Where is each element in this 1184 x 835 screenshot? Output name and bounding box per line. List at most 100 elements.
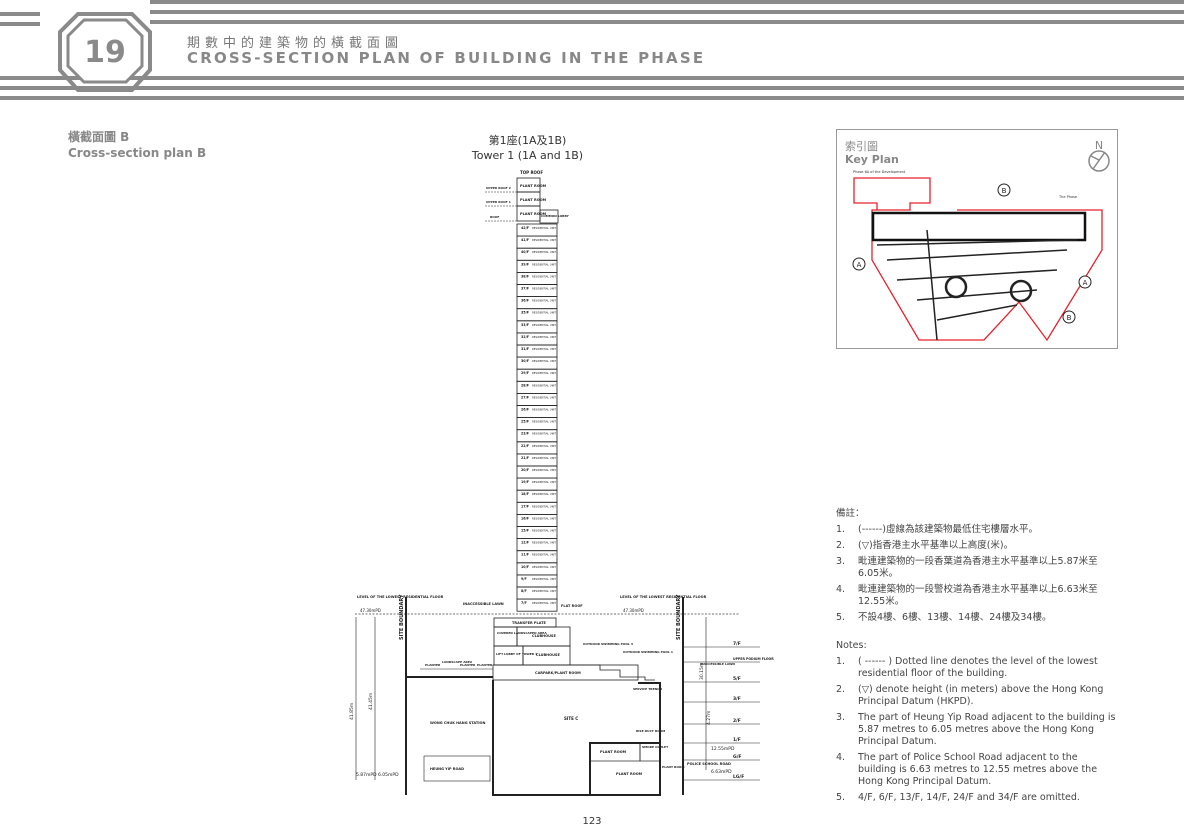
floor-label: 23/F	[521, 432, 529, 436]
note-text: 不設4樓、6樓、13樓、14樓、24樓及34樓。	[858, 612, 1052, 623]
floor-label: 28/F	[521, 383, 529, 387]
notes-en-heading: Notes:	[836, 640, 867, 651]
floor-label: 16/F	[521, 516, 529, 520]
note-number: 1.	[836, 656, 846, 667]
roof-label: ROOF	[490, 215, 499, 219]
note-item: 1.(------)虛線為該建築物最低住宅樓層水平。	[836, 524, 1116, 536]
floor-label: 18/F	[521, 492, 529, 496]
note-number: 3.	[836, 712, 846, 723]
level-label: LG/F	[733, 774, 744, 780]
note-item: 5. 4/F, 6/F, 13/F, 14/F, 24/F and 34/F ar…	[836, 792, 1116, 804]
note-text: 毗連建築物的一段香葉道為香港主水平基準以上5.87米至6.05米。	[858, 556, 1098, 579]
level-police-school-2: 6.63mPD	[711, 769, 732, 775]
section-marker-b: B	[1067, 314, 1072, 322]
residential-unit-label: RESIDENTIAL UNIT	[532, 529, 556, 533]
floor-label: 29/F	[521, 371, 529, 375]
site-boundary-label: SITE BOUNDARY	[676, 594, 682, 640]
residential-unit-label: RESIDENTIAL UNIT	[532, 601, 556, 605]
plant-room-lower-label: PLANT ROOM	[662, 765, 684, 769]
dim-left-2: 41.45m	[368, 693, 374, 710]
level-label: 2/F	[733, 718, 741, 724]
key-plan-map: N Phase 6A of the Development The Phase …	[852, 139, 1110, 342]
clubhouse-label: CLUBHOUSE	[532, 634, 556, 638]
rise-duct-label: RISE DUCT ROOM	[636, 729, 665, 733]
floor-label: 8/F	[521, 589, 527, 593]
note-item: 1.( ------ ) Dotted line denotes the lev…	[836, 656, 1116, 680]
note-number: 5.	[836, 612, 846, 623]
section-marker-a: A	[1083, 279, 1088, 287]
section-title-zh: 橫截面圖 B	[68, 130, 130, 144]
upper-roof-2-label: UPPER ROOF 2	[486, 186, 511, 190]
residential-unit-label: RESIDENTIAL UNIT	[532, 516, 556, 520]
floor-label: 40/F	[521, 250, 529, 254]
residential-unit-label: RESIDENTIAL UNIT	[532, 480, 556, 484]
floor-label: 27/F	[521, 395, 529, 399]
upper-roof-1-label: UPPER ROOF 1	[486, 200, 511, 204]
common-lobby-label: COMMON LOBBY	[541, 214, 570, 218]
residential-unit-label: RESIDENTIAL UNIT	[532, 371, 556, 375]
lift-lobby-label: LIFT LOBBY OF TOWER 1	[496, 652, 537, 656]
level-label: 5/F	[733, 676, 741, 682]
residential-unit-label: RESIDENTIAL UNIT	[532, 492, 556, 496]
page-number: 123	[582, 816, 602, 827]
floor-label: 10/F	[521, 565, 529, 569]
residential-unit-label: RESIDENTIAL UNIT	[532, 408, 556, 412]
residential-unit-label: RESIDENTIAL UNIT	[532, 287, 556, 291]
section-marker-b: B	[1002, 187, 1007, 195]
inaccessible-lawn-label: INACCESSIBLE LAWN	[463, 602, 504, 606]
transfer-plate-label: TRANSFER PLATE	[512, 621, 547, 625]
station-label: WONG CHUK HANG STATION	[430, 721, 486, 725]
residential-unit-label: RESIDENTIAL UNIT	[532, 589, 556, 593]
plant-room-label: PLANT ROOM	[520, 184, 547, 188]
flat-roof-label: FLAT ROOF	[561, 604, 583, 608]
residential-unit-label: RESIDENTIAL UNIT	[532, 468, 556, 472]
floor-label: 26/F	[521, 408, 529, 412]
carpark-label: CARPARK/PLANT ROOM	[535, 671, 581, 675]
plant-room-lower-label: PLANT ROOM	[600, 750, 627, 754]
residential-unit-label: RESIDENTIAL UNIT	[532, 359, 556, 363]
phase-6a-label: Phase 6A of the Development	[853, 170, 906, 174]
note-number: 4.	[836, 752, 846, 763]
floor-label: 17/F	[521, 504, 529, 508]
note-text: 毗連建築物的一段警校道為香港主水平基準以上6.63米至12.55米。	[858, 584, 1098, 607]
planter-label: PLANTER	[477, 663, 493, 667]
residential-unit-label: RESIDENTIAL UNIT	[532, 274, 556, 278]
north-label: N	[1095, 139, 1103, 152]
note-text: (▽) denote height (in meters) above the …	[858, 684, 1104, 707]
note-text: 4/F, 6/F, 13/F, 14/F, 24/F and 34/F are …	[858, 792, 1080, 803]
the-phase-label: The Phase	[1058, 195, 1077, 199]
floor-label: 30/F	[521, 359, 529, 363]
residential-unit-label: RESIDENTIAL UNIT	[532, 541, 556, 545]
site-boundary-label: SITE BOUNDARY	[399, 594, 405, 640]
header-banner: 19	[0, 0, 1184, 100]
level-label: 7/F	[733, 641, 741, 647]
inaccessible-lawn-label: INACCESSIBLE LAWN	[700, 662, 735, 666]
floor-label: 33/F	[521, 323, 529, 327]
note-number: 5.	[836, 792, 846, 803]
lowest-level-left: 47.30mPD	[360, 608, 381, 613]
level-heung-yip-1: 5.87mPD	[356, 772, 377, 778]
landscape-area-label: LANDSCAPE AREA	[442, 660, 473, 664]
note-text: The part of Police School Road adjacent …	[858, 752, 1098, 787]
top-roof-label: TOP ROOF	[520, 170, 543, 175]
header-title-zh: 期數中的建築物的橫截面圖	[187, 36, 404, 51]
tower-title-en: Tower 1 (1A and 1B)	[471, 149, 584, 162]
note-number: 4.	[836, 584, 846, 595]
note-item: 3.The part of Heung Yip Road adjacent to…	[836, 712, 1116, 748]
tower-floor	[516, 598, 558, 612]
residential-unit-label: RESIDENTIAL UNIT	[532, 323, 556, 327]
note-item: 2.(▽)指香港主水平基準以上高度(米)。	[836, 540, 1116, 552]
section-marker-a: A	[857, 261, 862, 269]
residential-unit-label: RESIDENTIAL UNIT	[532, 565, 556, 569]
roof-levels: TOP ROOF PLANT ROOM PLANT ROOM PLANT ROO…	[485, 170, 570, 224]
floor-label: 39/F	[521, 262, 529, 266]
note-item: 2.(▽) denote height (in meters) above th…	[836, 684, 1116, 708]
note-item: 5. 不設4樓、6樓、13樓、14樓、24樓及34樓。	[836, 612, 1116, 624]
police-school-road-label: POLICE SCHOOL ROAD	[687, 762, 731, 766]
phase-6a-boundary	[853, 177, 931, 211]
floor-label: 25/F	[521, 420, 529, 424]
